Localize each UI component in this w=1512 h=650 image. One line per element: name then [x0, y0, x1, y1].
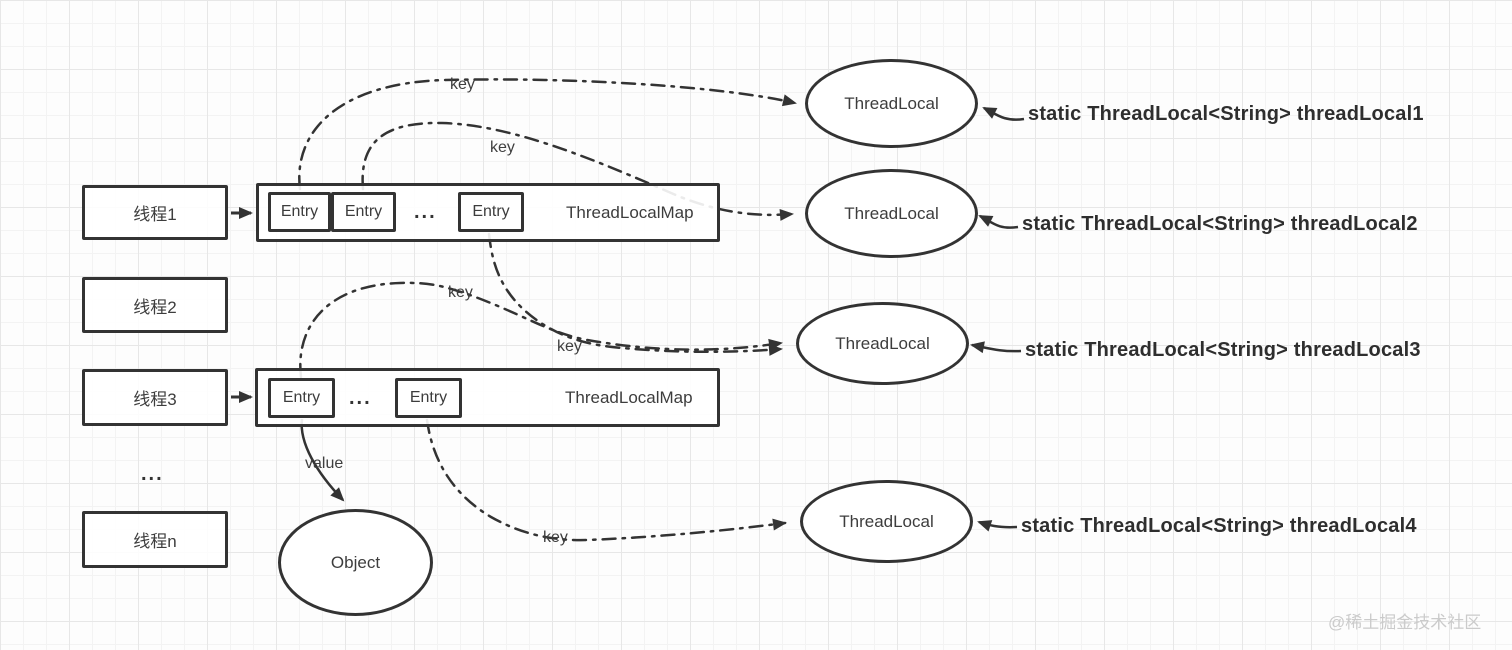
thread-label: 线程1 — [133, 205, 177, 224]
threadlocal-ellipse-1: ThreadLocal — [805, 59, 978, 148]
threadlocal-label: ThreadLocal — [844, 203, 939, 223]
map2-entry-ellipsis: ... — [349, 387, 372, 409]
key-curve-entry1-to-threadlocal1 — [298, 78, 797, 191]
key-label: key — [557, 338, 582, 355]
thread-box-n: 线程n — [82, 511, 228, 568]
arrow-static3-to-ellipse3 — [970, 341, 1022, 354]
map1-entry-2: Entry — [331, 192, 396, 232]
map1-entry-1: Entry — [268, 192, 331, 232]
arrow-static1-to-ellipse1 — [982, 106, 1025, 121]
static-declaration-2: static ThreadLocal<String> threadLocal2 — [1022, 213, 1418, 235]
entry-label: Entry — [280, 203, 319, 220]
key-curve-map1entry3-to-threadlocal3 — [487, 232, 783, 356]
value-label: value — [305, 455, 344, 472]
thread-ellipsis: ... — [141, 463, 164, 485]
entry-label: Entry — [409, 389, 448, 406]
object-label: Object — [330, 552, 381, 572]
threadlocal-ellipse-2: ThreadLocal — [805, 169, 978, 258]
thread-box-3: 线程3 — [82, 369, 228, 426]
threadlocal-ellipse-3: ThreadLocal — [796, 302, 969, 385]
map1-entry-ellipsis: ... — [414, 201, 437, 223]
threadlocalmap-title: ThreadLocalMap — [566, 202, 694, 222]
threadlocal-label: ThreadLocal — [844, 93, 939, 113]
entry-label: Entry — [344, 203, 383, 220]
map2-entry-1: Entry — [268, 378, 335, 418]
thread-box-2: 线程2 — [82, 277, 228, 333]
watermark: @稀土掘金技术社区 — [1328, 613, 1482, 632]
threadlocal-label: ThreadLocal — [835, 333, 930, 353]
key-label: key — [450, 76, 475, 93]
key-label: key — [448, 284, 473, 301]
thread-label: 线程n — [133, 532, 177, 551]
map2-entry-2: Entry — [395, 378, 462, 418]
threadlocal-ellipse-4: ThreadLocal — [800, 480, 973, 563]
key-curve-map2entry1-to-threadlocal3 — [299, 281, 783, 379]
static-declaration-3: static ThreadLocal<String> threadLocal3 — [1025, 339, 1421, 361]
static-declaration-1: static ThreadLocal<String> threadLocal1 — [1028, 103, 1424, 125]
key-label: key — [543, 529, 568, 546]
static-declaration-4: static ThreadLocal<String> threadLocal4 — [1021, 515, 1417, 537]
entry-label: Entry — [472, 203, 510, 220]
key-label: key — [490, 139, 515, 156]
object-ellipse: Object — [278, 509, 433, 616]
thread-box-1: 线程1 — [82, 185, 228, 240]
thread-label: 线程2 — [133, 297, 177, 317]
threadlocal-label: ThreadLocal — [839, 511, 934, 531]
arrow-static4-to-ellipse4 — [977, 520, 1018, 532]
key-curve-map2entry2-to-threadlocal4 — [425, 418, 787, 542]
arrow-static2-to-ellipse2 — [978, 214, 1019, 229]
map1-entry-3: Entry — [458, 192, 524, 232]
entry-label: Entry — [282, 389, 321, 406]
thread-label: 线程3 — [133, 390, 177, 409]
threadlocalmap-title: ThreadLocalMap — [565, 387, 693, 407]
